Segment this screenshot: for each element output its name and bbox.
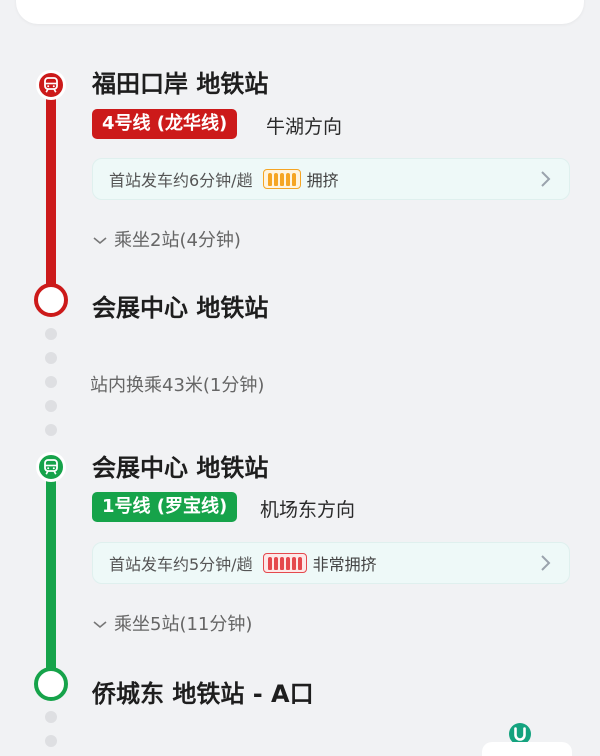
line-badge-1[interactable]: 1号线 (罗宝线) (92, 492, 238, 522)
route-line-4 (46, 84, 56, 300)
walk-dot (45, 328, 57, 340)
walk-dot (45, 424, 57, 436)
crowd-level-icon (262, 553, 307, 573)
line-badge-4[interactable]: 4号线 (龙华线) (92, 109, 238, 139)
chevron-right-icon (541, 555, 551, 571)
metro-station-icon (36, 70, 66, 100)
bottom-action-bar[interactable] (482, 742, 572, 756)
chevron-down-icon (93, 621, 107, 629)
ride-stops-text: 乘坐2站(4分钟) (114, 230, 241, 251)
station-name-futian-checkpoint[interactable]: 福田口岸 地铁站 (92, 70, 269, 98)
walk-dot (45, 711, 57, 723)
walk-dot (45, 735, 57, 747)
headway-text: 首站发车约5分钟/趟 (109, 555, 253, 574)
headway-text: 首站发车约6分钟/趟 (109, 171, 253, 190)
walk-dot (45, 400, 57, 412)
metro-train-icon (44, 77, 58, 93)
chevron-down-icon (93, 237, 107, 245)
headway-info-card[interactable]: 首站发车约5分钟/趟 非常拥挤 (92, 542, 570, 584)
line-direction: 牛湖方向 (266, 116, 343, 138)
previous-step-card (16, 0, 584, 24)
walk-dot (45, 352, 57, 364)
ride-stops-toggle[interactable]: 乘坐2站(4分钟) (92, 226, 241, 252)
station-ring-transfer (34, 283, 68, 317)
headway-info-card[interactable]: 首站发车约6分钟/趟 拥挤 (92, 158, 570, 200)
ride-stops-text: 乘坐5站(11分钟) (114, 614, 253, 635)
line-direction: 机场东方向 (260, 499, 356, 521)
station-name-convention-center-line1[interactable]: 会展中心 地铁站 (92, 454, 269, 482)
metro-train-icon (44, 459, 58, 475)
crowd-level-icon (262, 169, 301, 189)
route-line-1 (46, 466, 56, 684)
brand-logo-icon (509, 723, 531, 745)
transfer-walk-text: 站内换乘43米(1分钟) (90, 375, 265, 396)
chevron-right-icon (541, 171, 551, 187)
station-name-qiaochengdong-exit-a[interactable]: 侨城东 地铁站 - A口 (92, 680, 314, 708)
walk-dot (45, 376, 57, 388)
metro-station-icon (36, 452, 66, 482)
station-name-convention-center[interactable]: 会展中心 地铁站 (92, 294, 269, 322)
crowd-level-label: 拥挤 (306, 171, 339, 190)
station-ring-destination (34, 667, 68, 701)
ride-stops-toggle[interactable]: 乘坐5站(11分钟) (92, 610, 252, 636)
crowd-level-label: 非常拥挤 (312, 555, 377, 574)
